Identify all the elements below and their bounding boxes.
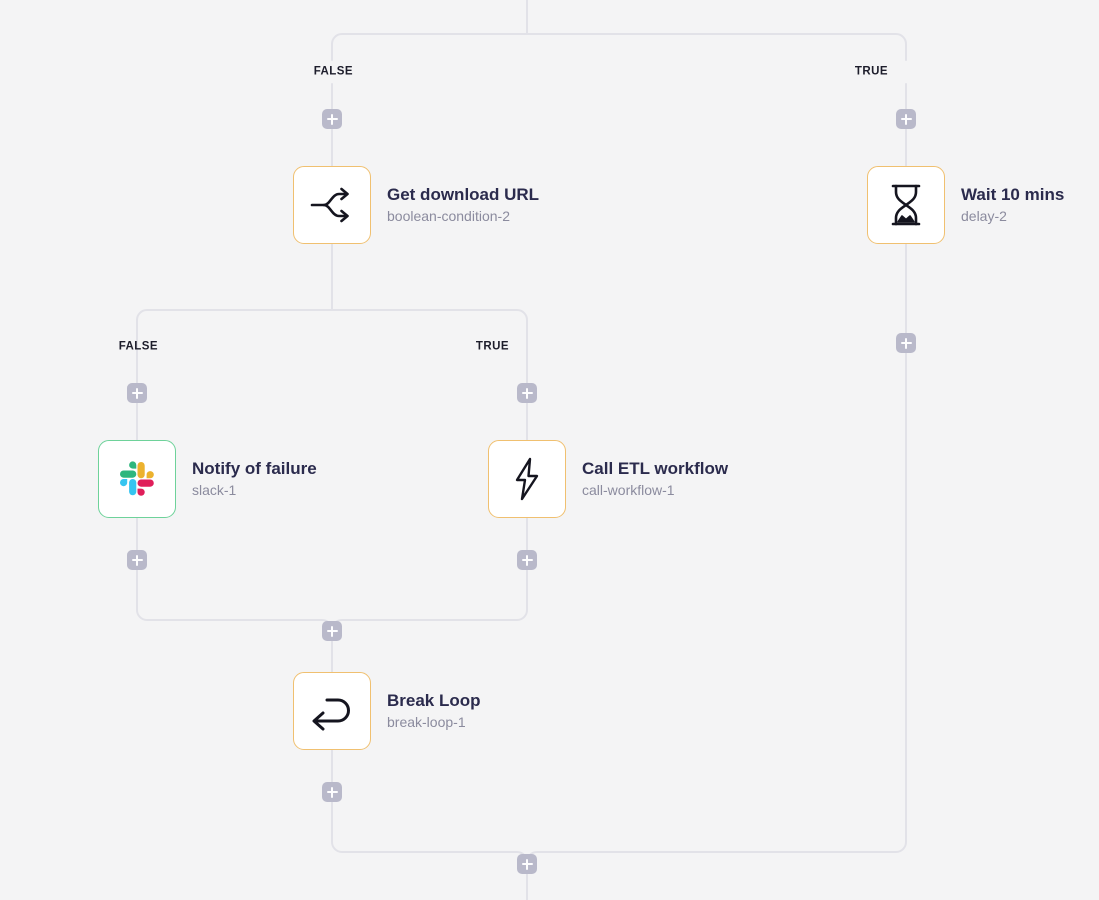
node-title: Call ETL workflow [582,458,729,478]
node-title: Get download URL [387,184,540,204]
add-step-after-call-workflow[interactable] [517,550,537,570]
node-title: Wait 10 mins [961,184,1065,204]
node-subtitle: call-workflow-1 [582,482,675,499]
add-step-after-outer-merge[interactable] [517,854,537,874]
node-wait-10-mins[interactable]: Wait 10 mins delay-2 [867,166,1064,244]
node-title: Notify of failure [192,458,317,478]
add-step-after-break-loop[interactable] [322,782,342,802]
hourglass-icon [891,184,921,226]
node-text-call-etl-workflow: Call ETL workflow call-workflow-1 [582,458,728,500]
node-icon-box-break-loop[interactable] [293,672,371,750]
node-title: Break Loop [387,690,481,710]
branch-label-false-top: FALSE [313,65,353,78]
add-step-true-branch-top[interactable] [896,109,916,129]
branch-label-true-inner: TRUE [475,340,509,353]
node-subtitle: boolean-condition-2 [387,208,510,225]
add-step-after-inner-merge[interactable] [322,621,342,641]
node-text-break-loop: Break Loop break-loop-1 [387,690,481,732]
node-text-get-download-url: Get download URL boolean-condition-2 [387,184,539,226]
boolean-condition-icon [310,187,349,223]
add-step-false-branch-inner[interactable] [127,383,147,403]
node-get-download-url[interactable]: Get download URL boolean-condition-2 [293,166,539,244]
node-notify-of-failure[interactable]: Notify of failure slack-1 [98,440,317,518]
break-loop-arrow-icon [312,698,350,731]
lightning-bolt-icon [515,457,539,501]
add-step-after-wait[interactable] [896,333,916,353]
branch-label-true-top: TRUE [854,65,888,78]
node-text-notify-of-failure: Notify of failure slack-1 [192,458,317,500]
node-subtitle: delay-2 [961,208,1007,225]
node-icon-box-wait-10-mins[interactable] [867,166,945,244]
add-step-true-branch-inner[interactable] [517,383,537,403]
branch-label-false-inner: FALSE [118,340,158,353]
add-step-false-branch-top[interactable] [322,109,342,129]
node-subtitle: break-loop-1 [387,714,466,731]
node-icon-box-get-download-url[interactable] [293,166,371,244]
node-icon-box-call-etl-workflow[interactable] [488,440,566,518]
node-icon-box-notify-of-failure[interactable] [98,440,176,518]
add-step-after-slack[interactable] [127,550,147,570]
node-break-loop[interactable]: Break Loop break-loop-1 [293,672,481,750]
slack-icon [120,461,154,496]
node-text-wait-10-mins: Wait 10 mins delay-2 [961,184,1064,226]
node-subtitle: slack-1 [192,482,237,499]
node-call-etl-workflow[interactable]: Call ETL workflow call-workflow-1 [488,440,728,518]
